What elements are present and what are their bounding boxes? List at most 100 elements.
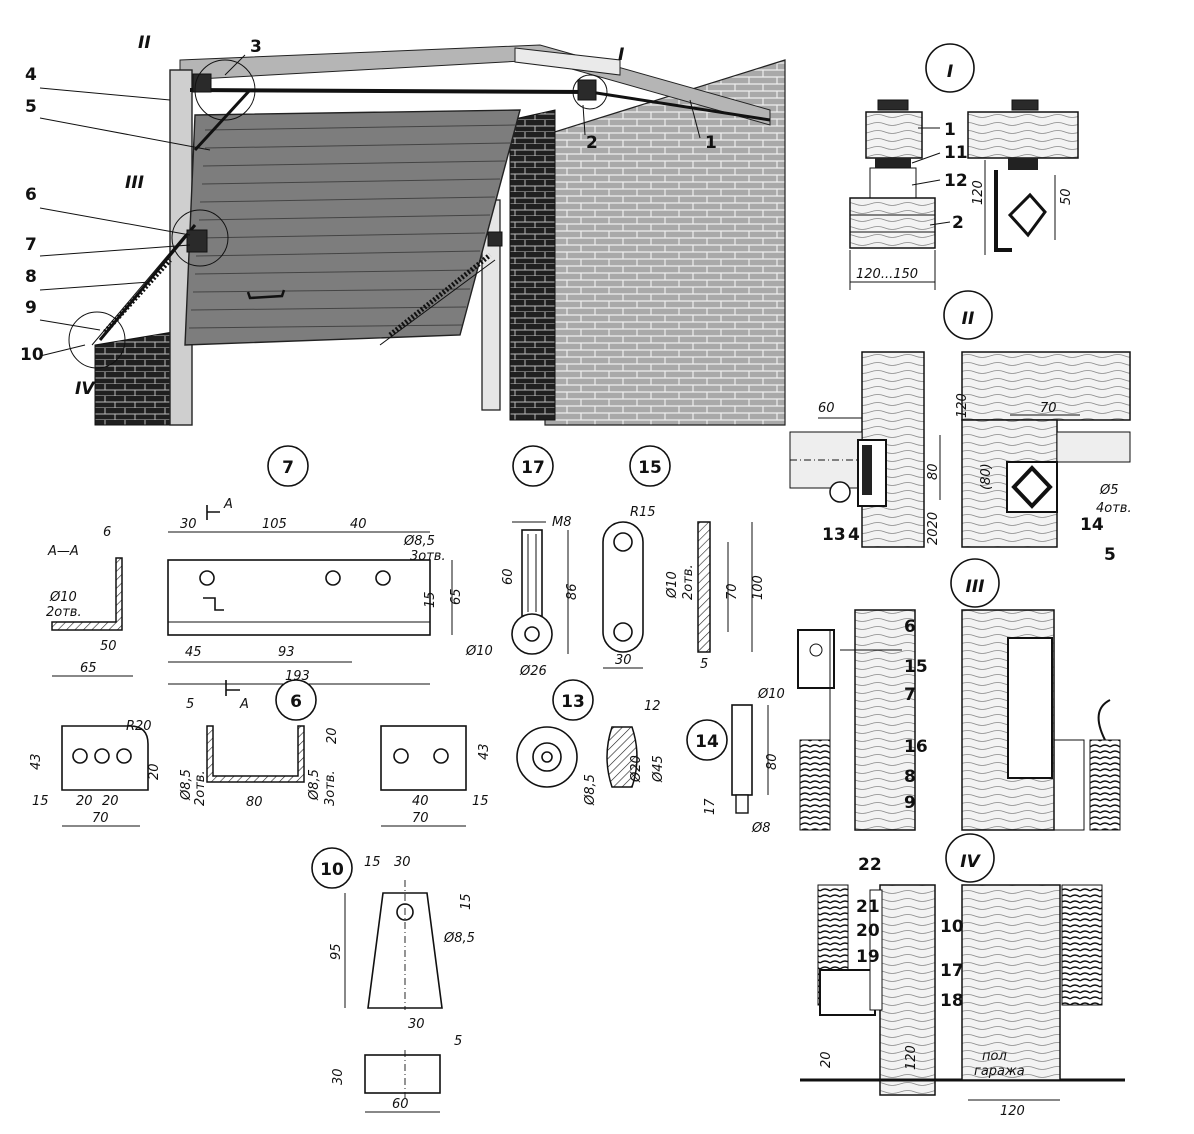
- part-6-dim-15a: 15: [32, 794, 49, 809]
- callout-6: 6: [25, 185, 37, 205]
- detail-II-dim-d5: Ø5: [1099, 483, 1119, 498]
- part-10: 10 15 30 15 Ø8,5 95 30 5 30 60: [311, 847, 475, 1113]
- part-6-dim-43b: 43: [477, 743, 492, 760]
- part-7-dim-50: 50: [100, 639, 117, 654]
- part-10-dim-30b: 30: [408, 1017, 425, 1032]
- overview-callouts: 1 2 3 4 5 6 7 8 9 10 II I III IV: [20, 33, 717, 399]
- garage-overview: [68, 44, 786, 426]
- detail-IV: IV 22 21 20 19 10 17 18 20 120 120 пол г…: [800, 833, 1125, 1119]
- part-14-dim-d10: Ø10: [757, 687, 785, 702]
- part-7-dim-6: 6: [103, 525, 111, 540]
- detail-IV-part-17: 17: [940, 961, 964, 981]
- part-14-dim-80: 80: [765, 753, 780, 770]
- part-14-dim-d8: Ø8: [751, 821, 771, 836]
- part-10-dim-30a: 30: [394, 855, 411, 870]
- part-10-dim-15b: 15: [459, 893, 474, 910]
- part-13-dim-d20: Ø20: [629, 755, 644, 783]
- part-6-dim-15b: 15: [472, 794, 489, 809]
- part-7-dim-d10: Ø10: [49, 590, 77, 605]
- part-10-dim-30c: 30: [331, 1068, 346, 1085]
- detail-II-dim-2020: 2020: [926, 512, 941, 545]
- detail-II-dim-holes: 4отв.: [1096, 501, 1132, 516]
- part-6-dim-70b: 70: [412, 811, 429, 826]
- part-6-dim-40: 40: [412, 794, 429, 809]
- callout-7: 7: [25, 235, 37, 255]
- part-7-dim-30: 30: [180, 517, 197, 532]
- detail-IV-part-18: 18: [940, 991, 964, 1011]
- part-6-dim-2holes: 2отв.: [193, 770, 208, 806]
- callout-9: 9: [25, 298, 37, 318]
- part-6-dim-20d: 20: [325, 727, 340, 744]
- detail-III-part-6: 6: [904, 617, 916, 637]
- part-15-dim-70: 70: [725, 583, 740, 600]
- part-10-dim-d85: Ø8,5: [443, 931, 475, 946]
- detail-IV-dim-120h: 120: [1000, 1104, 1025, 1119]
- callout-node-II: II: [138, 33, 151, 53]
- callout-3: 3: [250, 37, 262, 57]
- part-13-dim-12: 12: [644, 699, 661, 714]
- part-6-dim-3holes: 3отв.: [323, 770, 338, 806]
- part-17-dim-86: 86: [565, 583, 580, 600]
- part-15-dim-r15: R15: [630, 505, 656, 520]
- callout-2: 2: [586, 133, 598, 153]
- part-7-dim-45: 45: [185, 645, 202, 660]
- part-10-dim-5: 5: [454, 1034, 462, 1049]
- part-6-dim-d85a: Ø8,5: [179, 769, 194, 801]
- part-17: 17 M8 60 86 Ø10 Ø26: [465, 445, 580, 679]
- part-6-dim-20c: 20: [102, 794, 119, 809]
- detail-II-dim-80b: (80): [979, 463, 994, 490]
- part-7-cut-mark-bottom: A: [239, 697, 249, 712]
- part-17-dim-d10: Ø10: [465, 644, 493, 659]
- part-14-number: 14: [695, 732, 719, 752]
- callout-node-IV: IV: [75, 379, 96, 399]
- part-6-dim-5: 5: [186, 697, 194, 712]
- detail-II-dim-70: 70: [1040, 401, 1057, 416]
- part-13-dim-d45: Ø45: [651, 755, 666, 783]
- detail-I-part-11: 11: [944, 143, 968, 163]
- part-7-dim-105: 105: [262, 517, 287, 532]
- part-15-dim-2holes: 2отв.: [681, 564, 696, 600]
- part-10-dim-95: 95: [329, 943, 344, 960]
- detail-III: III 6 15 7 16 8 9: [797, 558, 1121, 831]
- part-6-dim-80: 80: [246, 795, 263, 810]
- callout-1: 1: [705, 133, 717, 153]
- detail-IV-title: IV: [960, 852, 981, 872]
- callout-8: 8: [25, 267, 37, 287]
- detail-II-part-5: 5: [1104, 545, 1116, 565]
- part-6-dim-43a: 43: [29, 753, 44, 770]
- detail-II-part-4: 4: [848, 525, 860, 545]
- detail-III-part-15: 15: [904, 657, 928, 677]
- detail-I-dim-slot: 50: [1059, 188, 1074, 205]
- part-13: 13 12 Ø8,5 Ø20 Ø45: [516, 679, 666, 806]
- detail-II-part-14: 14: [1080, 515, 1104, 535]
- part-14: 14 Ø10 80 17 Ø8: [686, 687, 785, 836]
- part-17-dim-60: 60: [501, 568, 516, 585]
- detail-I: I 120...150 1 11 12 2 120 50: [849, 43, 1079, 290]
- part-7-dim-65b: 65: [449, 588, 464, 605]
- detail-IV-part-19: 19: [856, 947, 880, 967]
- callout-10: 10: [20, 345, 44, 365]
- part-7-cut-mark-top: A: [223, 497, 233, 512]
- detail-II: II 60 80 2020 13 4 70 120 (80) Ø5 4отв. …: [789, 290, 1132, 565]
- part-15-dim-5: 5: [700, 657, 708, 672]
- detail-I-title: I: [947, 62, 953, 82]
- part-15-number: 15: [638, 458, 662, 478]
- detail-I-part-2: 2: [952, 213, 964, 233]
- callout-node-III: III: [125, 173, 144, 193]
- detail-IV-floor-1: пол: [982, 1049, 1007, 1064]
- detail-I-dim-width: 120...150: [856, 267, 918, 282]
- part-10-number: 10: [320, 860, 344, 880]
- part-6: 6 R20 43 20 15 20 20 70 5 20 Ø8,5 2отв. …: [29, 679, 492, 827]
- detail-II-part-13: 13: [822, 525, 846, 545]
- part-6-dim-d85b: Ø8,5: [307, 769, 322, 801]
- part-6-dim-20b: 20: [76, 794, 93, 809]
- detail-I-part-12: 12: [944, 171, 968, 191]
- detail-III-title: III: [966, 577, 985, 597]
- detail-II-dim-80: 80: [926, 463, 941, 480]
- part-17-number: 17: [521, 458, 545, 478]
- part-15-dim-30: 30: [615, 653, 632, 668]
- detail-III-part-7: 7: [904, 685, 916, 705]
- part-10-dim-15a: 15: [364, 855, 381, 870]
- part-6-dim-r20: R20: [126, 719, 152, 734]
